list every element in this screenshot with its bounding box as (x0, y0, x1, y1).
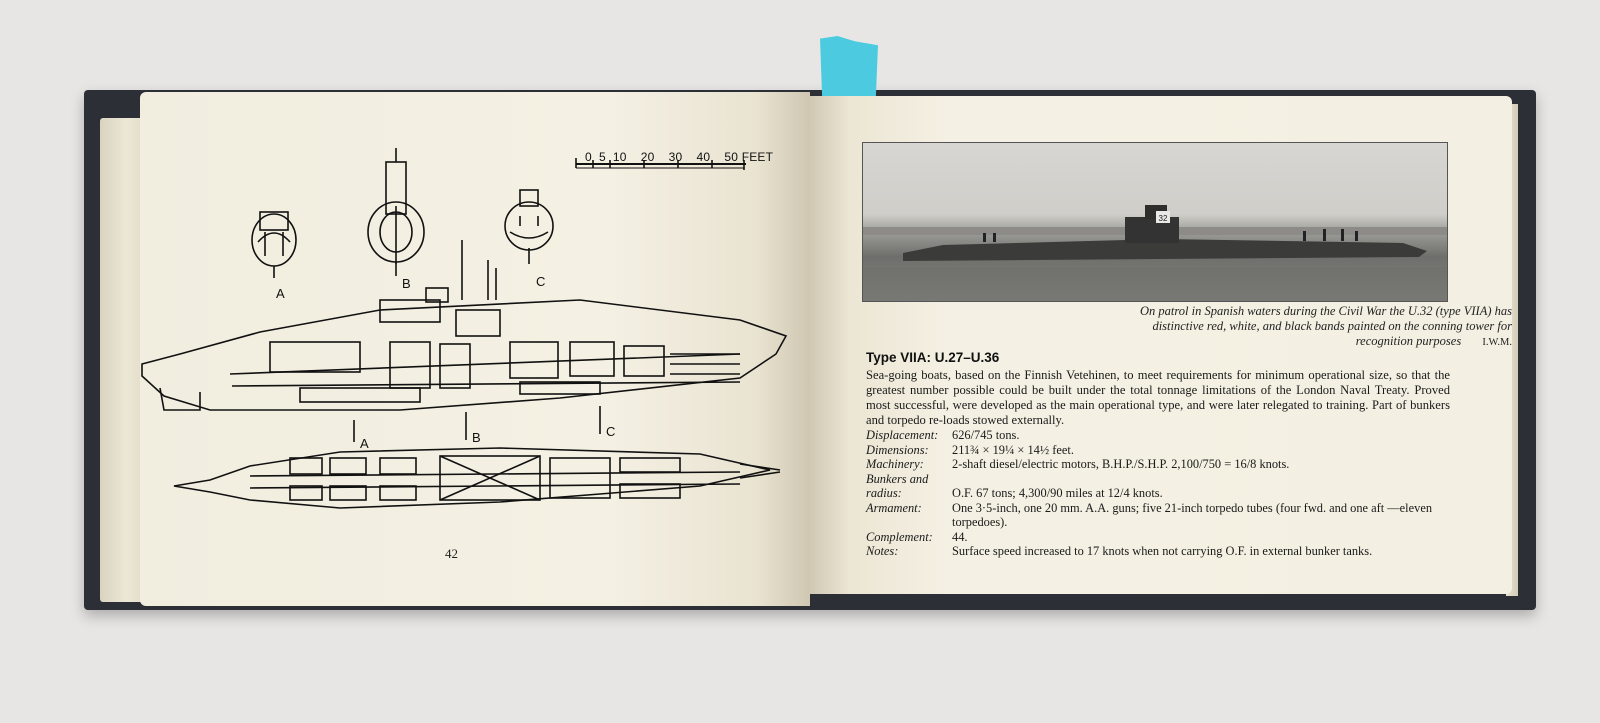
page-number: 42 (445, 546, 458, 561)
profile-section-label-b: B (472, 430, 481, 445)
section-heading: Type VIIA: U.27–U.36 (866, 350, 1000, 365)
spec-row: Displacement:626/745 tons. (866, 428, 1020, 442)
hull-number: 32 (1159, 214, 1168, 223)
specs-table: Displacement:626/745 tons. Dimensions:21… (866, 428, 1466, 559)
plan-view (173, 447, 781, 509)
spec-row: Armament:One 3·5-inch, one 20 mm. A.A. g… (866, 500, 1433, 530)
submarine-photo: 32 (862, 142, 1448, 302)
photo-credit: I.W.M. (1482, 337, 1512, 348)
spec-row: radius:O.F. 67 tons; 4,300/90 miles at 1… (866, 486, 1163, 500)
scale-bar (575, 158, 746, 170)
photo-caption: On patrol in Spanish waters during the C… (1140, 304, 1512, 350)
spec-row: Complement:44. (866, 529, 968, 544)
submarine-drawing (141, 148, 788, 509)
cross-section-b (367, 148, 425, 276)
profile-section-label-c: C (606, 424, 616, 439)
left-page-edges (100, 118, 144, 602)
caption-text: On patrol in Spanish waters during the C… (1140, 304, 1512, 348)
section-label-a: A (276, 286, 285, 301)
section-label-b: B (402, 276, 411, 291)
profile-section-label-a: A (360, 436, 369, 451)
side-profile (141, 240, 788, 411)
spec-row: Machinery:2-shaft diesel/electric motors… (866, 457, 1290, 471)
scale-bar-label: 0 5 10 20 30 40 50 FEET (585, 150, 774, 164)
cross-section-c (504, 189, 554, 264)
left-page (140, 92, 810, 606)
cross-section-a (251, 211, 297, 278)
spec-row: Dimensions:211¾ × 19¼ × 14½ feet. (866, 442, 1074, 457)
spec-row: Notes:Surface speed increased to 17 knot… (866, 544, 1373, 558)
spec-row: Bunkers and (866, 471, 929, 486)
bookmark-tab (820, 36, 878, 102)
description-text: Sea-going boats, based on the Finnish Ve… (866, 368, 1450, 427)
section-label-c: C (536, 274, 546, 289)
